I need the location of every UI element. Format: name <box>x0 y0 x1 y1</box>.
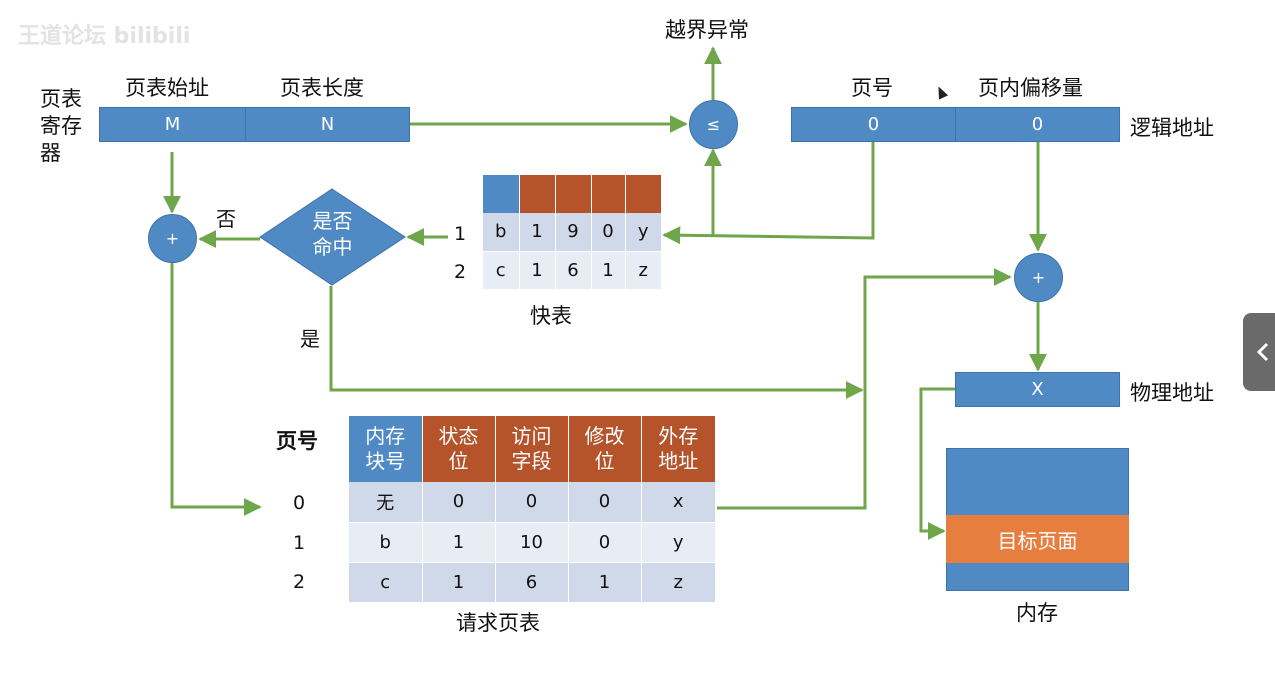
page-table-row-index: 1 <box>293 532 306 554</box>
page-table-cell: 0 <box>568 522 642 563</box>
arrow-physical-to-memory <box>919 387 955 540</box>
header-line: 位 <box>448 449 469 473</box>
header-line: 块号 <box>365 449 406 473</box>
header-line: 访问 <box>511 424 552 448</box>
tlb-row-index: 1 <box>454 223 467 245</box>
tlb-header-cell <box>555 175 592 213</box>
header-line: 修改 <box>584 424 625 448</box>
page-table-row-index: 0 <box>293 492 306 514</box>
logical-offset-cell: 0 <box>955 107 1120 142</box>
tlb-row: c 1 6 1 z <box>483 251 661 289</box>
page-table-cell: 0 <box>422 482 496 523</box>
tlb-cell: 1 <box>519 251 556 289</box>
collapse-panel-button[interactable] <box>1243 313 1275 391</box>
page-table-cell: z <box>641 562 715 602</box>
header-line: 位 <box>594 449 615 473</box>
tlb-cell: c <box>483 251 520 289</box>
page-table-page-no-header: 页号 <box>276 429 318 453</box>
register-length-cell: N <box>245 107 410 142</box>
page-table-header: 内存 块号 <box>349 416 423 482</box>
tlb-header-cell <box>483 175 520 213</box>
header-line: 外存 <box>658 424 699 448</box>
tlb-cell: 0 <box>591 213 626 252</box>
logical-page-header: 页号 <box>851 76 893 100</box>
logical-page-cell: 0 <box>791 107 956 142</box>
tlb-cell: 6 <box>555 251 592 289</box>
tlb-caption: 快表 <box>530 304 572 328</box>
page-table-cell: y <box>641 522 715 563</box>
tlb-cell: 1 <box>591 251 626 289</box>
compare-node: ≤ <box>689 100 738 149</box>
decision-text: 是否 命中 <box>259 208 406 260</box>
tlb-header-cell <box>519 175 556 213</box>
tlb-cell: b <box>483 213 520 252</box>
page-table-cell: 1 <box>568 562 642 602</box>
page-table-cell: x <box>641 482 715 523</box>
page-table-row-index: 2 <box>293 571 306 593</box>
target-page: 目标页面 <box>946 515 1129 563</box>
page-table-row: b 1 10 0 y <box>349 522 715 563</box>
arrow-decision-yes <box>329 286 864 399</box>
page-table-header: 访问 字段 <box>495 416 569 482</box>
header-line: 地址 <box>658 449 699 473</box>
page-table-row: 无 0 0 0 x <box>349 482 715 523</box>
header-line: 字段 <box>511 449 552 473</box>
page-table-cell: 1 <box>422 522 496 563</box>
register-label: 页表寄存器 <box>40 87 82 165</box>
exception-label: 越界异常 <box>665 18 749 42</box>
tlb-cell: 1 <box>519 213 556 252</box>
decision-text-line2: 命中 <box>312 235 353 259</box>
register-start-cell: M <box>99 107 246 142</box>
watermark-logo: 王道论坛 bilibili <box>18 24 191 49</box>
tlb-row-index: 2 <box>454 261 467 283</box>
no-label: 否 <box>216 207 236 231</box>
chevron-left-icon <box>1256 342 1269 362</box>
decision-text-line1: 是否 <box>312 209 353 233</box>
tlb-row: b 1 9 0 y <box>483 213 661 252</box>
arrow-page-to-tlb <box>662 142 875 245</box>
page-table-row: c 1 6 1 z <box>349 562 715 602</box>
tlb-header-cell <box>625 175 661 213</box>
arrow-adder-to-page-table <box>170 262 262 516</box>
page-table-cell: 0 <box>495 482 569 523</box>
logical-offset-header: 页内偏移量 <box>978 76 1083 100</box>
page-table-cell: 1 <box>422 562 496 602</box>
tlb-cell: z <box>625 251 661 289</box>
left-adder: + <box>148 214 197 263</box>
arrow-page-table-to-adder <box>717 268 1012 510</box>
register-length-header: 页表长度 <box>280 76 364 100</box>
physical-address-label: 物理地址 <box>1130 381 1214 405</box>
register-start-header: 页表始址 <box>125 76 209 100</box>
page-table-cell: 0 <box>568 482 642 523</box>
page-table-cell: 无 <box>349 482 423 523</box>
hit-decision-diamond <box>259 188 406 286</box>
header-line: 状态 <box>438 424 479 448</box>
tlb-cell: 9 <box>555 213 592 252</box>
page-table-header: 修改 位 <box>568 416 642 482</box>
page-table-caption: 请求页表 <box>456 611 540 635</box>
page-table-cell: b <box>349 522 423 563</box>
right-adder: + <box>1014 253 1063 302</box>
tlb-header-cell <box>591 175 626 213</box>
page-table-cell: 6 <box>495 562 569 602</box>
header-line: 内存 <box>365 424 406 448</box>
page-table-cell: 10 <box>495 522 569 563</box>
request-page-table: 内存 块号 状态 位 访问 字段 修改 位 外存 地址 无 0 0 0 x b … <box>349 416 715 602</box>
page-table-cell: c <box>349 562 423 602</box>
memory-caption: 内存 <box>1016 601 1058 625</box>
logical-address-label: 逻辑地址 <box>1130 116 1214 140</box>
page-table-header: 外存 地址 <box>641 416 715 482</box>
yes-label: 是 <box>300 327 320 351</box>
tlb-table: b 1 9 0 y c 1 6 1 z <box>483 175 661 289</box>
tlb-cell: y <box>625 213 661 252</box>
page-table-header: 状态 位 <box>422 416 496 482</box>
physical-address-cell: X <box>955 372 1120 407</box>
